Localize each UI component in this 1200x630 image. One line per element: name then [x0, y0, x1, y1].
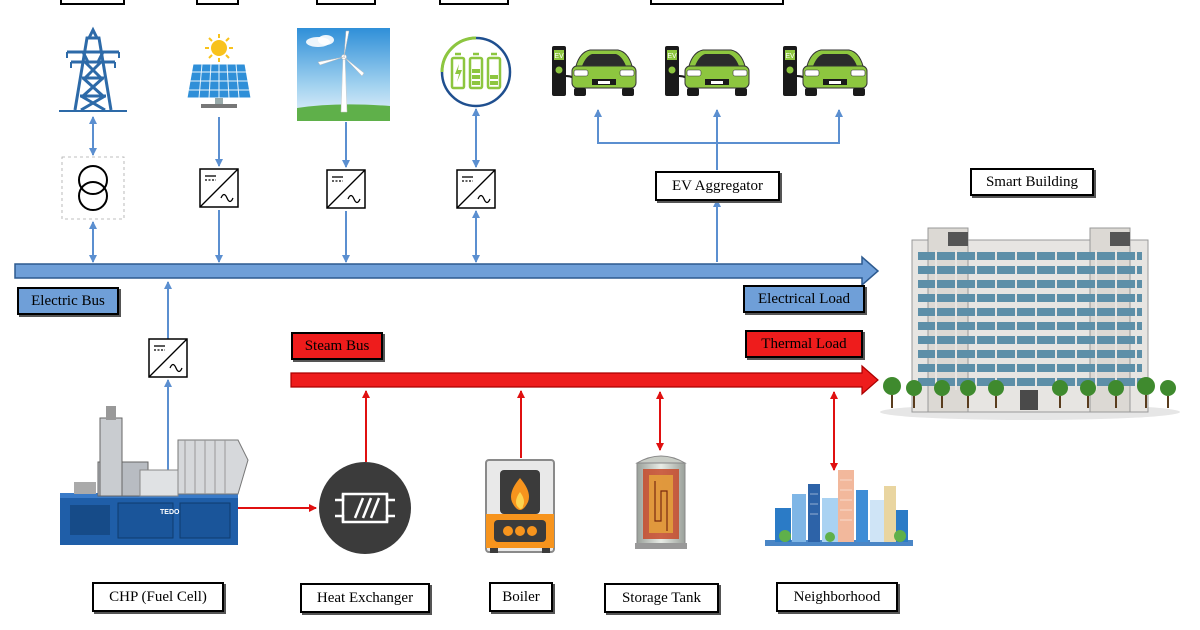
boiler-label: Boiler — [489, 582, 553, 612]
electric-bus-arrow — [14, 255, 880, 287]
steam-bus-arrow — [290, 364, 879, 396]
wind-turbine-icon — [297, 28, 390, 121]
ev-aggregator-label: EV Aggregator — [655, 171, 780, 201]
electric-connectors — [89, 108, 843, 470]
ev-charger-car-icon — [551, 45, 868, 97]
transmission-tower-icon — [59, 26, 127, 112]
steam-connectors — [236, 390, 838, 512]
battery-storage-icon — [440, 36, 512, 108]
top-label-stubs — [60, 0, 784, 5]
chp-label: CHP (Fuel Cell) — [92, 582, 224, 612]
city-skyline-icon — [765, 470, 913, 546]
heat-exchanger-icon — [319, 462, 411, 554]
steam-bus-label: Steam Bus — [291, 332, 383, 360]
storage-tank-label: Storage Tank — [604, 583, 719, 613]
transformer-icon — [61, 156, 125, 220]
chp-unit-icon: TEDOM — [60, 406, 249, 545]
neighborhood-label: Neighborhood — [776, 582, 898, 612]
smart-building-icon — [880, 227, 1180, 420]
heat-exchanger-label: Heat Exchanger — [300, 583, 430, 613]
electrical-load-label: Electrical Load — [743, 285, 865, 313]
chp-brand-label: TEDOM — [160, 509, 185, 516]
storage-tank-icon — [635, 455, 687, 549]
electric-bus-label: Electric Bus — [17, 287, 119, 315]
solar-panel-icon — [186, 34, 252, 108]
thermal-load-label: Thermal Load — [745, 330, 863, 358]
smart-building-label: Smart Building — [970, 168, 1094, 196]
boiler-icon — [485, 459, 555, 553]
